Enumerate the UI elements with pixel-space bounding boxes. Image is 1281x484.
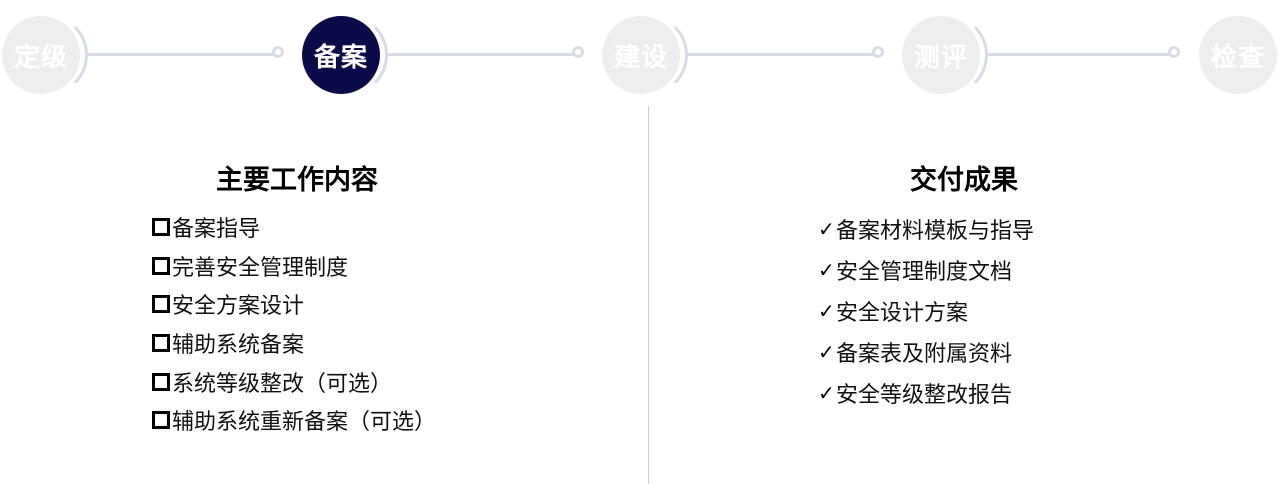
- list-item-label: 备案表及附属资料: [836, 341, 1013, 367]
- step-circle: 测评: [902, 16, 980, 94]
- list-item: ✓ 安全设计方案: [818, 290, 1034, 331]
- vertical-divider: [648, 106, 649, 484]
- list-item: ✓ 安全等级整改报告: [818, 372, 1034, 413]
- step-arc: [6, 14, 88, 96]
- hollow-square-icon: [152, 256, 170, 275]
- step-jiancha[interactable]: 检查: [1199, 16, 1277, 94]
- step-ceping[interactable]: 测评: [902, 14, 988, 96]
- list-item-label: 安全管理制度文档: [836, 259, 1013, 285]
- step-circle: 建设: [602, 16, 680, 94]
- step-jianshe[interactable]: 建设: [602, 14, 688, 96]
- step-circle: 定级: [2, 16, 80, 94]
- checkmark-icon: ✓: [818, 257, 835, 282]
- step-dingji[interactable]: 定级: [2, 14, 88, 96]
- hollow-square-icon: [152, 295, 170, 314]
- list-item-label: 备案材料模板与指导: [836, 218, 1035, 244]
- hollow-square-icon: [152, 334, 170, 353]
- list-item-label: 辅助系统重新备案（可选）: [172, 410, 437, 436]
- step-connector: [686, 53, 876, 56]
- main-work-title: 主要工作内容: [216, 165, 378, 196]
- list-item-label: 安全等级整改报告: [836, 382, 1013, 408]
- deliverables-list: ✓ 备案材料模板与指导 ✓ 安全管理制度文档 ✓ 安全设计方案 ✓ 备案表及附属…: [818, 208, 1034, 413]
- list-item-label: 系统等级整改（可选）: [172, 371, 393, 397]
- step-label: 测评: [913, 42, 968, 73]
- step-beian[interactable]: 备案: [302, 14, 388, 96]
- list-item: ✓ 安全管理制度文档: [818, 249, 1034, 290]
- hollow-square-icon: [152, 218, 170, 237]
- step-circle: 检查: [1199, 16, 1277, 94]
- process-stepper: 定级 备案 建设 测评 检查: [0, 0, 1281, 110]
- list-item-label: 安全设计方案: [836, 300, 969, 326]
- list-item: ✓ 备案表及附属资料: [818, 331, 1034, 372]
- step-arc: [606, 14, 688, 96]
- connector-endpoint-icon: [1168, 46, 1180, 58]
- hollow-square-icon: [152, 372, 170, 391]
- list-item: 安全方案设计: [152, 285, 436, 324]
- step-connector: [386, 53, 576, 56]
- step-arc: [906, 14, 988, 96]
- checkmark-icon: ✓: [818, 339, 835, 364]
- connector-endpoint-icon: [272, 46, 284, 58]
- connector-endpoint-icon: [572, 46, 584, 58]
- deliverables-title: 交付成果: [910, 165, 1018, 196]
- connector-endpoint-icon: [872, 46, 884, 58]
- step-label: 检查: [1210, 42, 1265, 73]
- list-item: ✓ 备案材料模板与指导: [818, 208, 1034, 249]
- list-item: 完善安全管理制度: [152, 247, 436, 286]
- step-label: 备案: [313, 42, 368, 73]
- checkmark-icon: ✓: [818, 298, 835, 323]
- list-item-label: 安全方案设计: [172, 294, 305, 320]
- list-item: 辅助系统备案: [152, 324, 436, 363]
- step-label: 建设: [613, 42, 668, 73]
- list-item: 辅助系统重新备案（可选）: [152, 401, 436, 440]
- checkmark-icon: ✓: [818, 216, 835, 241]
- list-item-label: 完善安全管理制度: [172, 255, 349, 281]
- list-item-label: 备案指导: [172, 217, 261, 243]
- step-connector: [86, 53, 276, 56]
- checkmark-icon: ✓: [818, 380, 835, 405]
- step-arc: [306, 14, 388, 96]
- step-label: 定级: [13, 42, 68, 73]
- list-item: 系统等级整改（可选）: [152, 362, 436, 401]
- main-work-list: 备案指导 完善安全管理制度 安全方案设计 辅助系统备案 系统等级整改（可选） 辅…: [152, 208, 436, 440]
- list-item: 备案指导: [152, 208, 436, 247]
- hollow-square-icon: [152, 411, 170, 430]
- step-connector: [986, 53, 1172, 56]
- list-item-label: 辅助系统备案: [172, 333, 305, 359]
- step-circle: 备案: [302, 16, 380, 94]
